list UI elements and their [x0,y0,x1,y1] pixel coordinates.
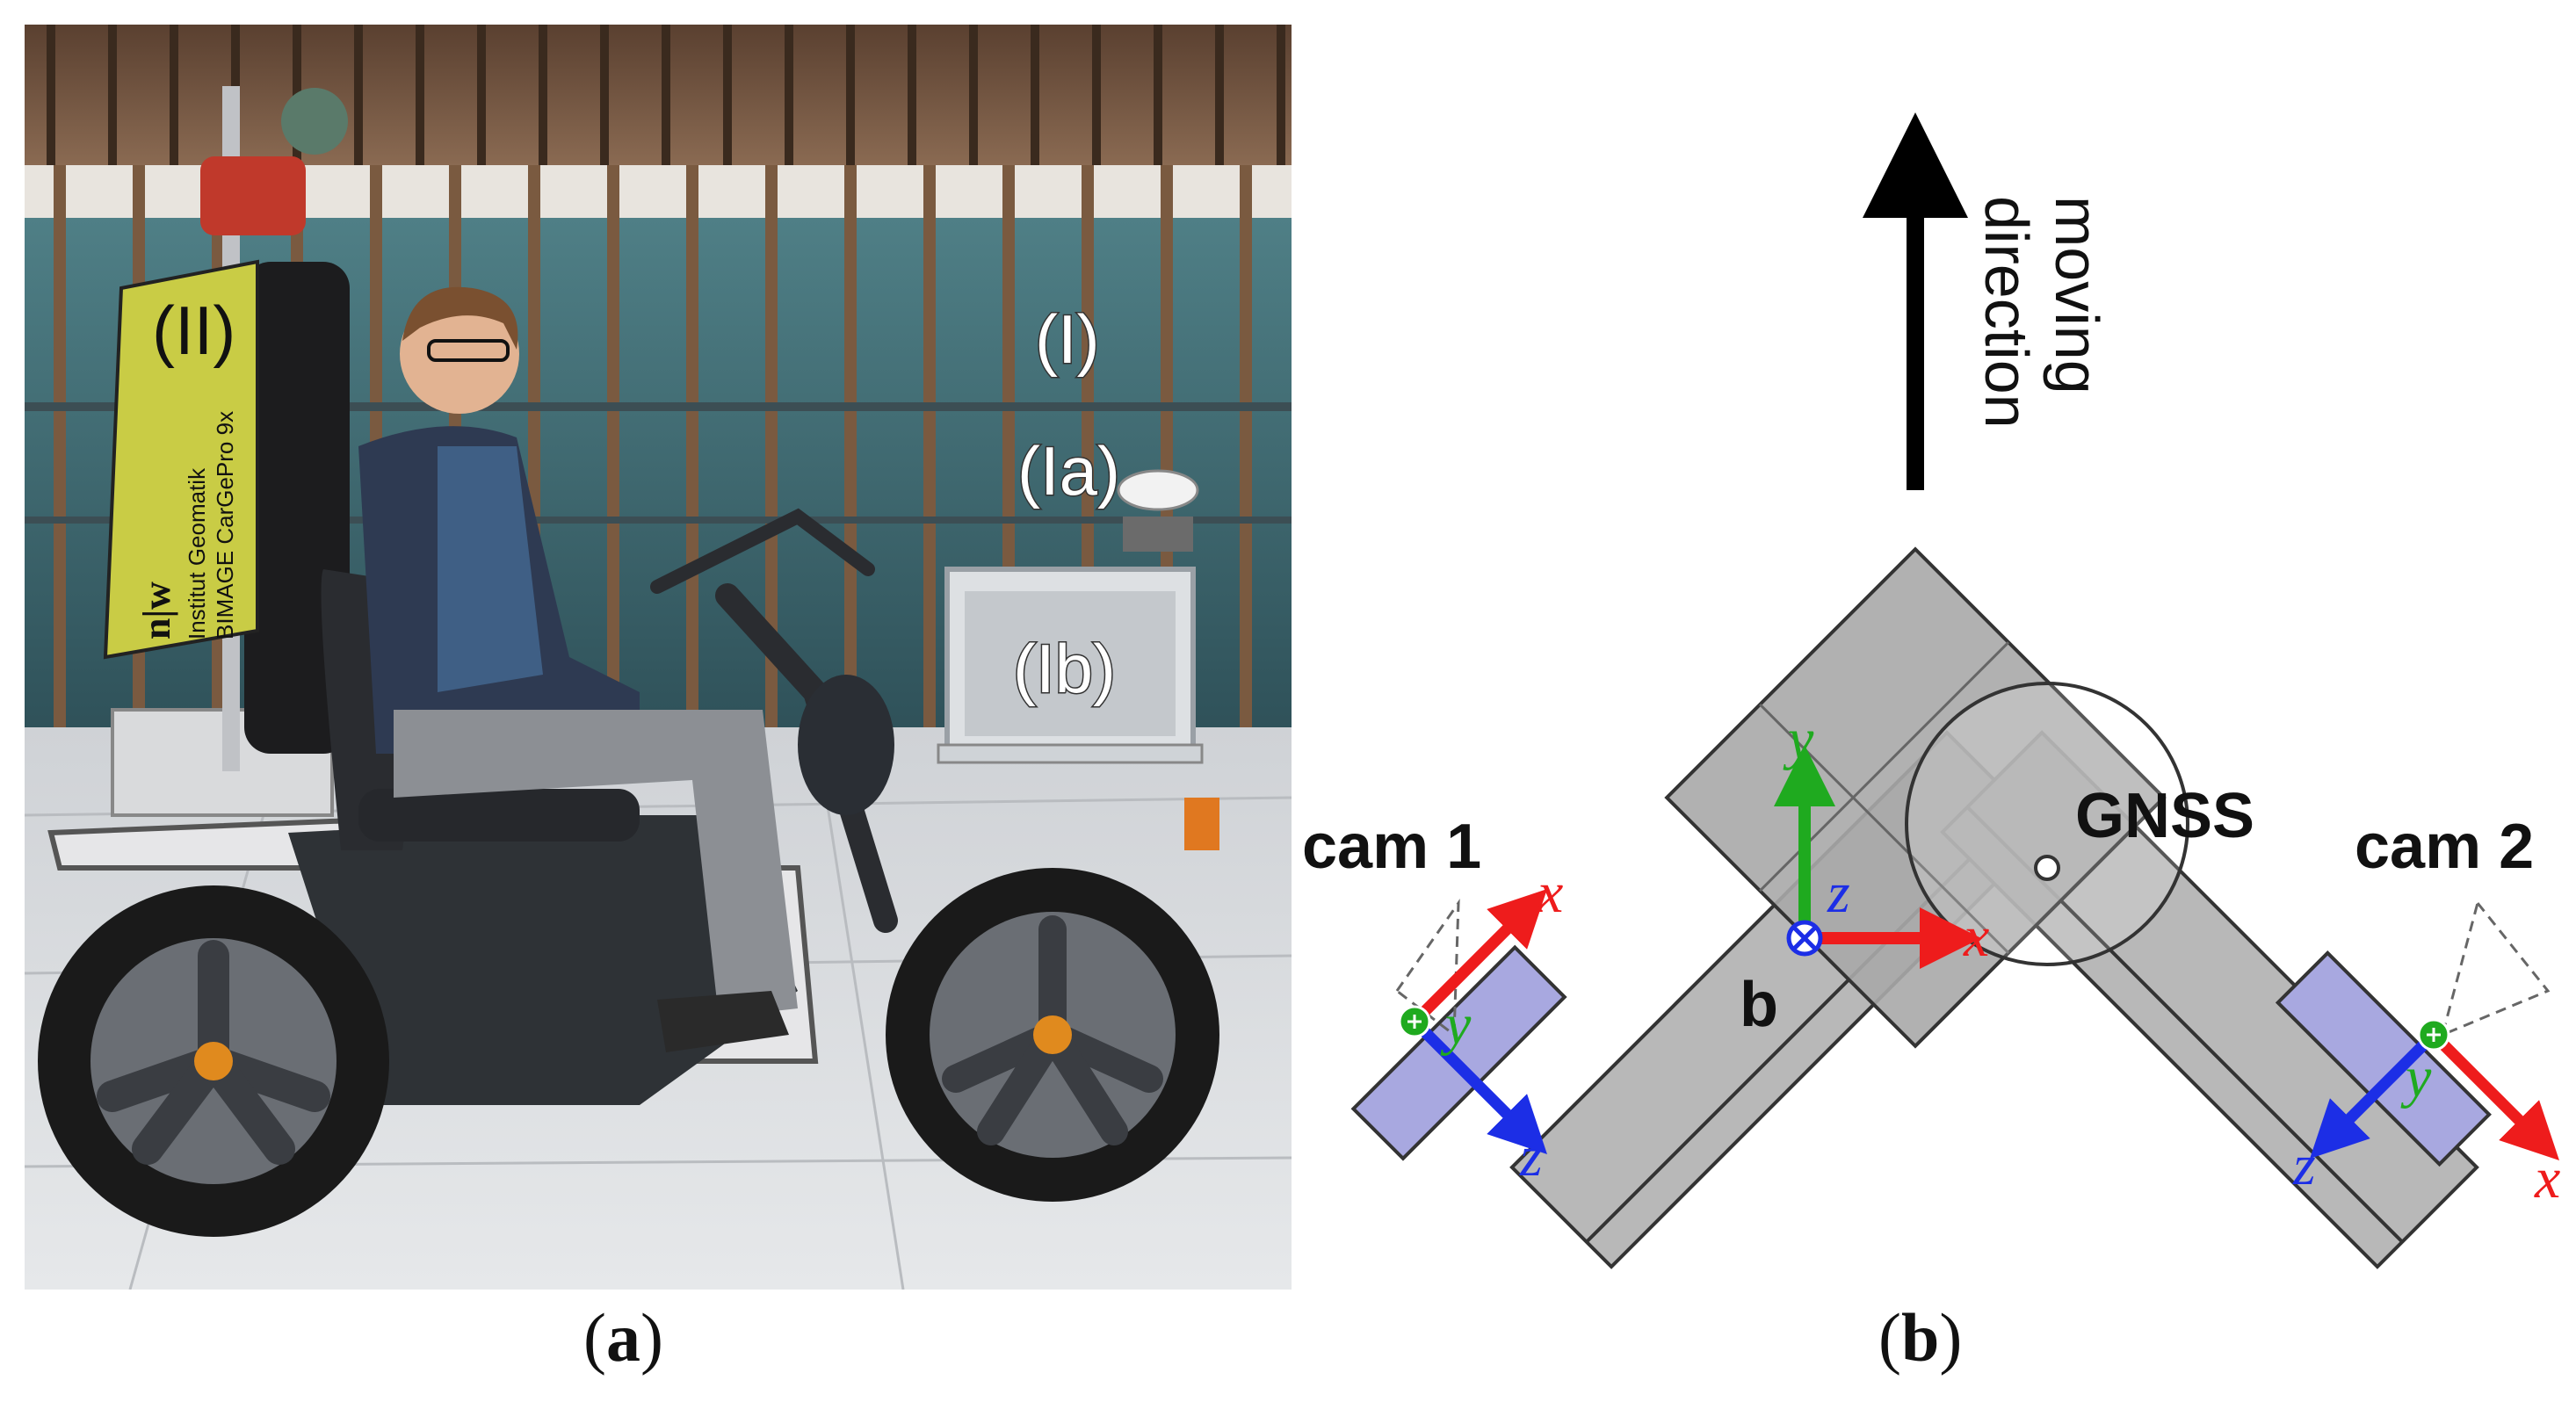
rider-trousers [394,710,798,1017]
caption-b-letter: b [1900,1299,1940,1376]
cam1-z-axis [1410,1017,1547,1154]
label-ia: (Ia) [1017,432,1120,509]
caption-b: (b) [1878,1298,1962,1377]
caption-a: (a) [583,1298,663,1377]
caption-b-close: ) [1939,1299,1963,1376]
diagram-panel: moving direction GNSS y x z b x y z cam … [1300,25,2565,1298]
cam1-x-label: x [1537,861,1563,925]
cam2-y-label: y [2400,1045,2432,1109]
scanner-head [281,88,348,155]
rider-head [400,294,519,414]
roof-slats [47,25,1285,165]
cam2-label: cam 2 [2355,812,2534,882]
label-i: (I) [1035,300,1100,378]
cam1-plate [1350,944,1567,1161]
sensor-box-panel [965,591,1176,736]
sign-line-1: Institut Geomatik [184,467,210,639]
sign-board-ii [103,259,259,660]
moving-direction-text: moving direction [1972,196,2111,429]
moving-direction-line2: direction [1972,196,2041,429]
gnss-antenna [1117,469,1199,511]
rider-shirt [438,446,543,692]
cam1-x-axis [1410,889,1547,1026]
sensor-layout-diagram: moving direction GNSS y x z b x y z cam … [1302,112,2560,1269]
rider-shoe [657,991,789,1052]
building-roof [25,25,1292,165]
photo-panel: (II) n|w Institut Geomatik BIMAGE CarGeP… [25,25,1292,1290]
caption-a-open: ( [583,1299,606,1376]
cam1-z-label: z [1519,1124,1543,1189]
antenna-mount [1123,517,1193,552]
cam2-x-label: x [2534,1146,2560,1210]
caption-a-letter: a [605,1299,640,1376]
rear-wheel [38,885,389,1237]
rider-hair [402,286,518,350]
seat [358,789,640,842]
caption-b-open: ( [1878,1299,1901,1376]
gnss-circle [1905,682,2189,966]
body-frame-label: b [1740,970,1778,1040]
rider-glasses [427,339,510,362]
gnss-label: GNSS [2075,781,2254,851]
label-ii: (II) [152,292,235,369]
cam2-z-axis [2310,1030,2438,1159]
rear-light [1184,798,1219,850]
camera-head [200,156,306,235]
cam1-label: cam 1 [1302,812,1481,882]
body-y-label: y [1783,707,1814,771]
moving-direction-line1: moving [2043,196,2111,394]
sign-line-2: BIMAGE CarGePro 9x [212,411,238,639]
cam2-z-label: z [2292,1133,2316,1197]
cam1-y-label: y [1440,993,1472,1057]
cam2-plate [2275,950,2492,1167]
gnss-antenna-point [2034,855,2060,881]
front-wheel [886,868,1219,1202]
sign-logo: n|w [135,582,178,639]
cam2-fov [2440,900,2551,1037]
sign-text: n|w Institut Geomatik BIMAGE CarGePro 9x [135,411,238,639]
body-x-label: x [1963,905,1989,969]
caption-a-close: ) [640,1299,663,1376]
mobile-mapping-vehicle-photo: (II) n|w Institut Geomatik BIMAGE CarGeP… [25,25,1292,1290]
front-fender-housing [798,675,894,815]
handlebar [650,508,875,594]
body-z-label: z [1827,861,1850,925]
label-ib: (Ib) [1013,630,1116,707]
cam1-fov [1394,899,1460,1037]
cam2-x-axis [2429,1030,2559,1160]
